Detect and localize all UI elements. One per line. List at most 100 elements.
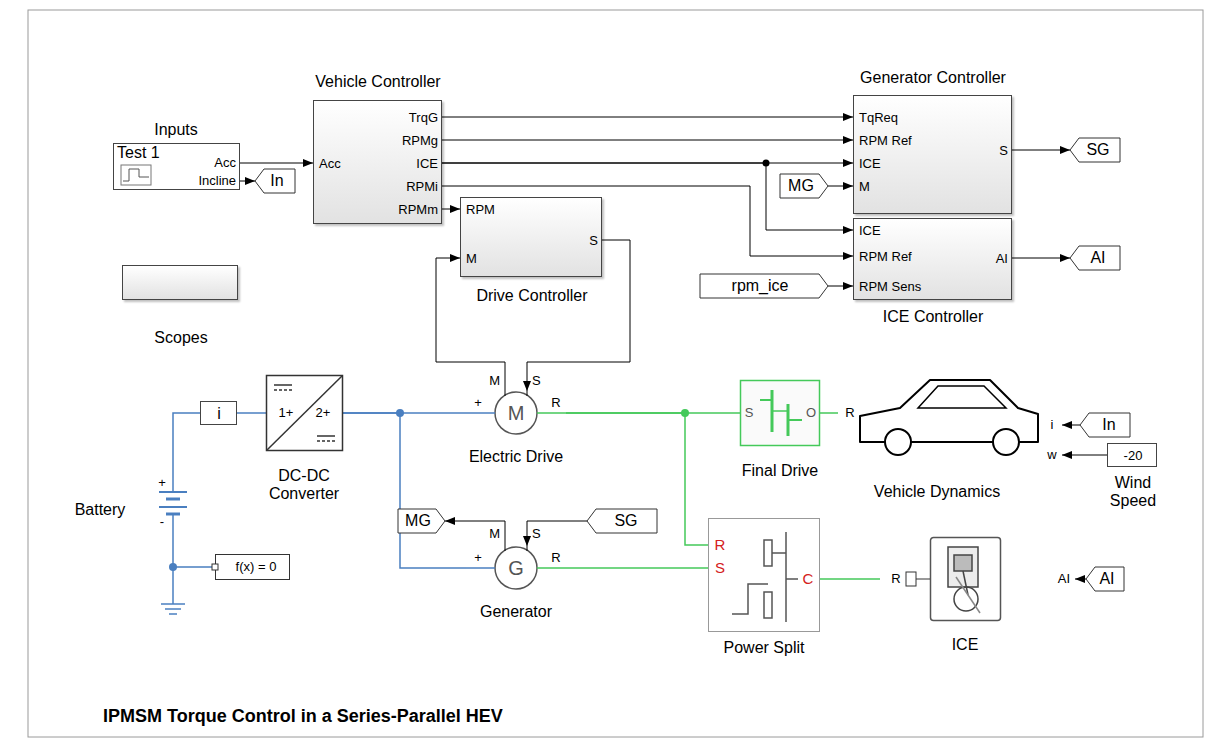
branch-dot <box>396 409 404 417</box>
port-label: RPMg <box>402 134 438 149</box>
signal-builder-block: InputsTest 1AccIncline <box>113 143 240 190</box>
block-label: Vehicle Controller <box>315 73 440 91</box>
tag-label: AI <box>1090 249 1105 267</box>
goto-tag: SG <box>1070 138 1120 162</box>
block-label: Generator Controller <box>860 69 1006 87</box>
mechanical-shaft <box>820 412 838 414</box>
port-label: M <box>859 180 870 195</box>
mechanical-shaft <box>566 413 708 545</box>
signal-line <box>1012 150 1070 151</box>
port-label: S <box>999 144 1008 159</box>
port-label: S <box>715 559 725 576</box>
controller-block: RPMMSDrive Controller <box>460 197 602 277</box>
port-label: R <box>551 551 560 566</box>
electric-machine: MS+MRElectric Drive <box>466 391 566 435</box>
port-label: i <box>1051 418 1054 433</box>
block-label: Scopes <box>154 329 207 347</box>
block-label: ICE Controller <box>883 308 983 326</box>
signal-line <box>445 521 505 546</box>
final-drive-gear: SOFinal Drive <box>740 380 820 446</box>
port-label: TqReq <box>859 111 898 126</box>
solver-configuration: f(x) = 0 <box>215 554 290 580</box>
controller-block: Vehicle ControllerAccTrqGRPMgICERPMiRPMm <box>313 100 442 224</box>
port-label: M <box>466 252 477 267</box>
tag-label: MG <box>788 177 814 195</box>
combustion-engine: RAIICE <box>880 537 1075 621</box>
signal-line <box>442 140 853 141</box>
tag-label: SG <box>614 512 637 530</box>
from-tag: SG <box>587 509 657 533</box>
port-label: RPM Sens <box>859 280 921 295</box>
tag-label: i <box>217 405 221 423</box>
current-sensor-block: i <box>200 401 237 425</box>
vehicle-body-drawing <box>838 372 1062 468</box>
mechanical-shaft <box>820 578 880 580</box>
tag-label: AI <box>1099 570 1114 588</box>
port-label: 2+ <box>316 406 331 421</box>
port-label: ICE <box>416 157 438 172</box>
signal-line <box>828 286 853 287</box>
block-label: Electric Drive <box>469 448 563 466</box>
goto-tag: AI <box>1070 246 1120 270</box>
signal-line <box>442 117 853 118</box>
port-label: S <box>532 527 541 542</box>
block-label: Power Split <box>724 639 805 657</box>
tag-label: MG <box>405 512 431 530</box>
block-label: Wind Speed <box>1103 474 1163 511</box>
battery-symbol: +-Battery <box>155 478 191 540</box>
signal-line <box>527 521 587 546</box>
from-tag: AI <box>1086 567 1124 591</box>
constant-block: -20Wind Speed <box>1107 443 1157 467</box>
signal-line <box>240 181 255 182</box>
port-label: ICE <box>859 224 881 239</box>
port-label: + <box>474 396 482 411</box>
from-tag: rpm_ice <box>700 274 828 298</box>
signal-line <box>1012 258 1070 259</box>
signal-line <box>1075 579 1086 580</box>
model-frame <box>28 10 1203 737</box>
block-label: Generator <box>480 603 552 621</box>
branch-dot <box>681 409 689 417</box>
port-label: Acc <box>319 157 341 172</box>
port-label: RPM <box>466 203 495 218</box>
port-label: RPM Ref <box>859 134 912 149</box>
signal-line <box>1062 455 1107 456</box>
tag-label: In <box>270 172 283 190</box>
port-label: C <box>803 570 814 587</box>
port-label: TrqG <box>409 111 438 126</box>
port-label: M <box>489 374 500 389</box>
signal-line <box>436 258 505 391</box>
signal-line <box>1062 425 1080 426</box>
branch-dot <box>763 160 770 167</box>
electrical-wire <box>173 413 200 478</box>
block-label: DC-DC Converter <box>254 467 354 504</box>
port-label: ICE <box>859 157 881 172</box>
port-label: w <box>1047 448 1056 463</box>
port-label: RPM Ref <box>859 250 912 265</box>
dc-dc-converter-drawing <box>266 375 343 451</box>
port-label: RPMi <box>406 180 438 195</box>
controller-block: ICERPM RefRPM SensAIICE Controller <box>853 218 1012 300</box>
block-label: Inputs <box>154 121 198 139</box>
machine-letter: G <box>508 557 524 580</box>
signal-line <box>240 163 313 164</box>
diagram-title: IPMSM Torque Control in a Series-Paralle… <box>103 706 503 727</box>
goto-tag: MG <box>398 509 445 533</box>
port-label: + <box>474 551 482 566</box>
port-label: R <box>891 572 900 587</box>
vehicle-body: RiwVehicle Dynamics <box>838 372 1062 468</box>
ground-symbol <box>161 567 185 614</box>
port-label: S <box>745 406 754 421</box>
block-label: ICE <box>952 636 979 654</box>
port-label: - <box>160 515 164 530</box>
port-label: 1+ <box>279 406 294 421</box>
scopes-block: Scopes <box>122 265 238 300</box>
signal-line <box>442 209 460 210</box>
generator-machine: MS+GRGenerator <box>466 546 566 590</box>
from-tag: In <box>1080 413 1130 437</box>
signal-line <box>828 186 853 187</box>
from-tag: MG <box>780 174 828 198</box>
port-label: R <box>845 406 854 421</box>
